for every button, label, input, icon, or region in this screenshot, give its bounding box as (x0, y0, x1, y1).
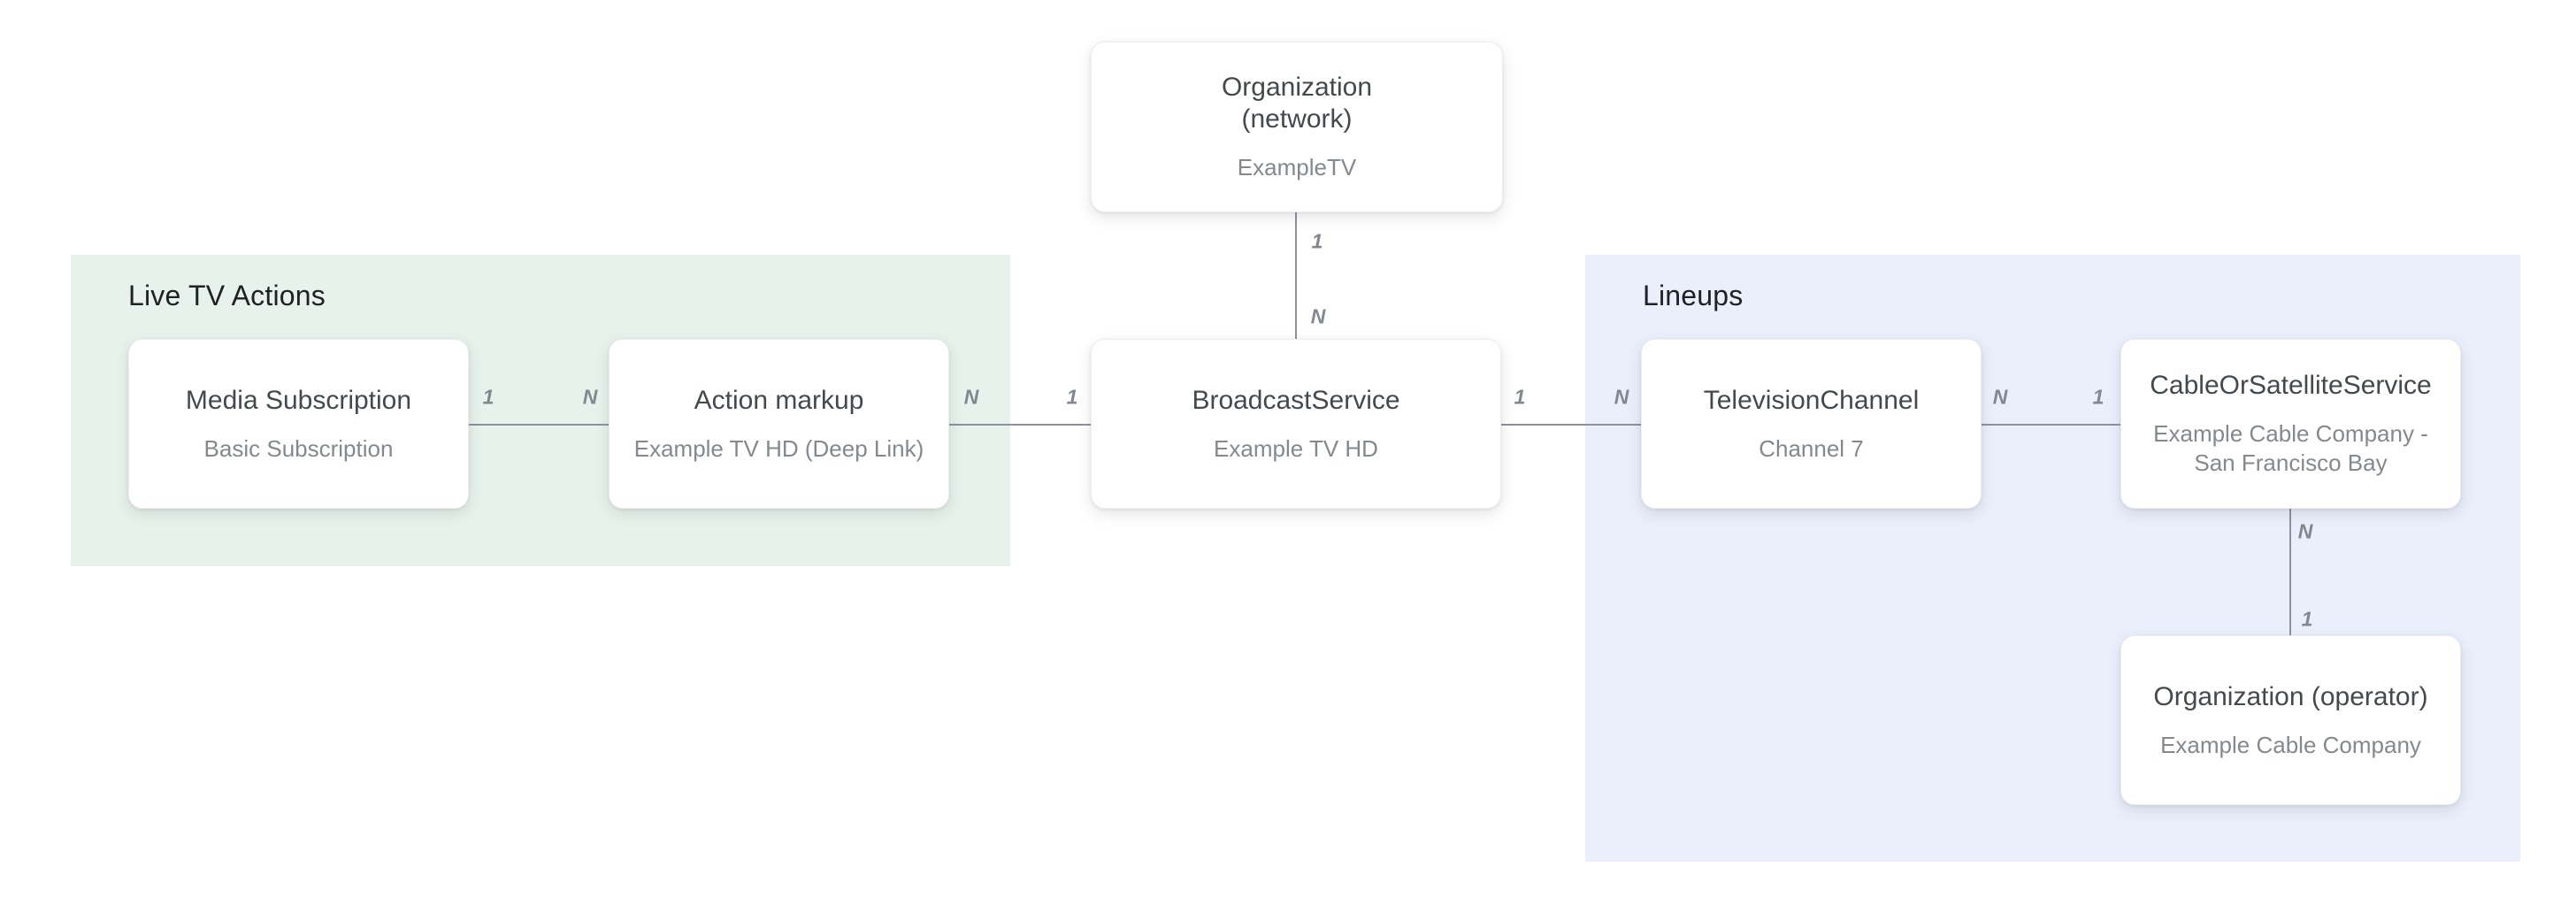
node-title: Action markup (694, 385, 864, 415)
node-subtitle: Channel 7 (1759, 434, 1864, 462)
node-subtitle: Example TV HD (Deep Link) (633, 434, 924, 462)
node-organization-network: Organization (network) ExampleTV (1091, 42, 1503, 212)
edge-channel-to-cable (1982, 424, 2120, 426)
node-subtitle: Example Cable Company (2160, 731, 2421, 758)
cardinality-label: 1 (1066, 385, 1078, 409)
cardinality-label: N (2297, 519, 2313, 543)
node-title: Media Subscription (185, 385, 412, 415)
region-label-lineups: Lineups (1643, 280, 1744, 311)
cardinality-label: 1 (482, 385, 494, 409)
node-title: CableOrSatelliteService (2150, 371, 2432, 400)
cardinality-label: 1 (2301, 607, 2313, 631)
node-subtitle: Example Cable Company - San Francisco Ba… (2153, 420, 2428, 476)
edge-cable-to-operator (2289, 509, 2291, 635)
edge-network-to-broadcast (1295, 211, 1297, 339)
cardinality-label: 1 (1514, 385, 1526, 409)
edge-mediasub-to-action (469, 424, 609, 426)
node-action-markup: Action markup Example TV HD (Deep Link) (609, 339, 949, 509)
node-subtitle: ExampleTV (1237, 154, 1357, 180)
cardinality-label: N (1992, 385, 2008, 409)
edge-broadcast-to-channel (1501, 424, 1641, 426)
node-title: Organization (network) (1221, 73, 1373, 134)
node-subtitle: Example TV HD (1214, 434, 1378, 462)
node-television-channel: TelevisionChannel Channel 7 (1641, 339, 1982, 509)
node-cable-or-satellite-service: CableOrSatelliteService Example Cable Co… (2120, 339, 2461, 509)
cardinality-label: N (963, 385, 979, 409)
node-broadcast-service: BroadcastService Example TV HD (1091, 339, 1501, 509)
cardinality-label: N (1310, 304, 1326, 328)
cardinality-label: 1 (2092, 385, 2104, 409)
node-title: TelevisionChannel (1703, 385, 1920, 415)
node-media-subscription: Media Subscription Basic Subscription (128, 339, 469, 509)
node-title: BroadcastService (1192, 385, 1400, 415)
cardinality-label: 1 (1311, 229, 1323, 253)
cardinality-label: N (1614, 385, 1629, 409)
region-label-live-tv-actions: Live TV Actions (128, 280, 326, 311)
cardinality-label: N (582, 385, 598, 409)
node-subtitle: Basic Subscription (203, 434, 394, 462)
node-title: Organization (operator) (2153, 681, 2428, 711)
edge-action-to-broadcast (949, 424, 1091, 426)
node-organization-operator: Organization (operator) Example Cable Co… (2120, 635, 2461, 805)
